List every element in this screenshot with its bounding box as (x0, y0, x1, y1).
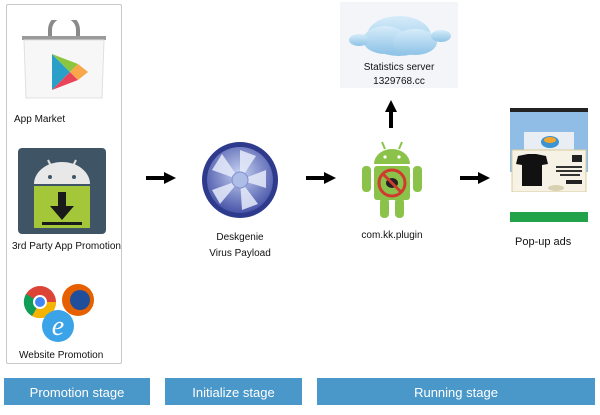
arrow-right-icon (146, 172, 176, 184)
phone-ad-icon (510, 108, 588, 222)
website-label: Website Promotion (19, 350, 104, 361)
app-market-label: App Market (14, 114, 66, 125)
android-bug-icon (362, 141, 422, 218)
fan-icon (202, 142, 278, 218)
third-party-label: 3rd Party App Promotion (12, 241, 121, 252)
arrow-right-icon (306, 172, 336, 184)
server-domain: 1329768.cc (373, 76, 425, 87)
play-store-bag-icon (22, 20, 106, 99)
android-download-icon (18, 148, 106, 234)
stage-promotion: Promotion stage (4, 378, 150, 405)
payload-desc: Virus Payload (209, 248, 271, 259)
svg-text:e: e (52, 311, 64, 342)
browsers-icon: e (23, 284, 94, 342)
arrow-right-icon (460, 172, 490, 184)
arrow-up-icon (385, 100, 397, 128)
popup-ads-label: Pop-up ads (515, 236, 572, 248)
stage-initialize: Initialize stage (165, 378, 302, 405)
cloud-icon (349, 16, 451, 56)
server-name: Statistics server (363, 62, 435, 73)
payload-name: Deskgenie (216, 232, 264, 243)
stage-running: Running stage (317, 378, 595, 405)
plugin-name: com.kk.plugin (361, 230, 423, 241)
